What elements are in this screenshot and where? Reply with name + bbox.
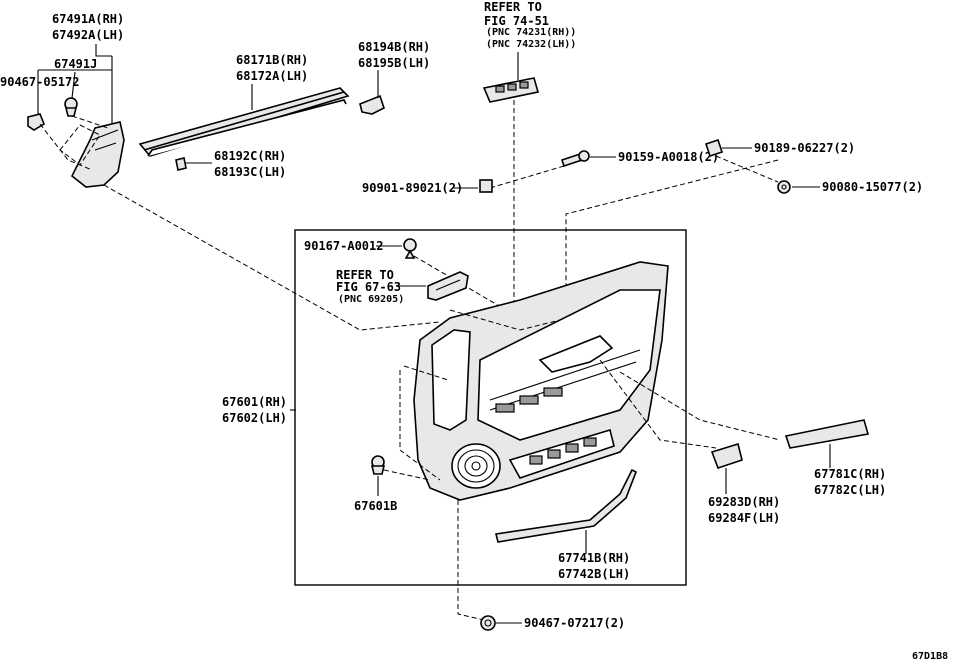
door-trim-board-part	[413, 261, 669, 501]
label-69284f: 69284F(LH)	[708, 511, 780, 525]
label-90901: 90901-89021(2)	[362, 181, 463, 195]
label-67602: 67602(LH)	[222, 411, 287, 425]
label-67741b: 67741B(RH)	[558, 551, 630, 565]
corner-garnish-part	[70, 121, 125, 188]
clip-part-90901	[479, 179, 493, 193]
label-68172a: 68172A(LH)	[236, 69, 308, 83]
clip-part-67601b	[370, 455, 386, 475]
clip-part-90467-07217	[480, 615, 496, 631]
label-67492a: 67492A(LH)	[52, 28, 124, 42]
label-67601: 67601(RH)	[222, 395, 287, 409]
label-90159: 90159-A0018(2)	[618, 150, 719, 164]
end-cap-part-68194b	[359, 94, 385, 115]
label-67742b: 67742B(LH)	[558, 567, 630, 581]
label-90467-05172: 90467-05172	[0, 75, 79, 89]
label-90189: 90189-06227(2)	[754, 141, 855, 155]
label-67781c: 67781C(RH)	[814, 467, 886, 481]
label-68193c: 68193C(LH)	[214, 165, 286, 179]
label-69283d: 69283D(RH)	[708, 495, 780, 509]
clip-part-90467-05172	[27, 113, 45, 131]
label-68192c: 68192C(RH)	[214, 149, 286, 163]
lower-moulding-part	[495, 468, 638, 543]
clip-part-68192c	[175, 157, 187, 171]
cover-part-69283d	[710, 442, 743, 470]
label-67491a: 67491A(RH)	[52, 12, 124, 26]
inside-handle-part	[427, 271, 469, 301]
screw-part-90159	[560, 150, 590, 168]
refer-67-line3: (PNC 69205)	[338, 294, 404, 305]
diagram-code: 67D1B8	[912, 651, 948, 662]
label-68194b: 68194B(RH)	[358, 40, 430, 54]
garnish-part-67781c	[784, 419, 870, 449]
refer-67-line2: FIG 67-63	[336, 280, 401, 294]
door-trim-assembly-frame	[294, 229, 687, 586]
refer-74-line2: FIG 74-51	[484, 14, 549, 28]
weatherstrip-part	[138, 87, 350, 157]
clip-part-67491j	[64, 97, 78, 117]
refer-67-line1: REFER TO	[336, 268, 394, 282]
label-67491j: 67491J	[54, 57, 97, 71]
label-67782c: 67782C(LH)	[814, 483, 886, 497]
refer-74-line1: REFER TO	[484, 0, 542, 14]
refer-74-line3: (PNC 74231(RH))	[486, 27, 576, 38]
refer-74-line4: (PNC 74232(LH))	[486, 39, 576, 50]
label-68195b: 68195B(LH)	[358, 56, 430, 70]
label-68171b: 68171B(RH)	[236, 53, 308, 67]
screw-part-90167	[403, 238, 417, 259]
label-67601b: 67601B	[354, 499, 397, 513]
speaker-grille-icon	[451, 443, 501, 489]
clip-part-90189	[704, 138, 724, 158]
nut-part-90080	[777, 180, 791, 194]
label-90167: 90167-A0012	[304, 239, 383, 253]
label-90467-07217: 90467-07217(2)	[524, 616, 625, 630]
label-90080: 90080-15077(2)	[822, 180, 923, 194]
switch-base-part	[482, 77, 540, 103]
